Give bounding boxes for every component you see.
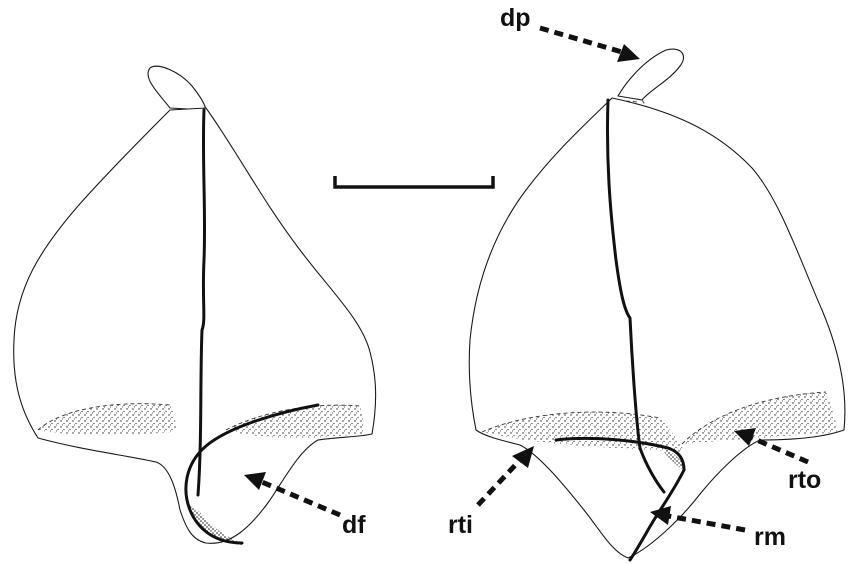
arrow-rti <box>478 460 520 505</box>
left-valve-drawing <box>14 66 376 545</box>
label-dp: dp <box>500 4 531 32</box>
label-rto: rto <box>788 466 821 494</box>
label-df: df <box>342 511 366 539</box>
arrow-dp <box>540 28 622 52</box>
arrowhead-dp <box>617 44 640 62</box>
label-rti-group: rti <box>448 446 534 539</box>
label-rti: rti <box>448 511 473 539</box>
left-dorsal-projection <box>148 66 206 110</box>
arrowhead-rti <box>512 446 534 468</box>
scale-bar <box>335 176 493 187</box>
label-dp-group: dp <box>500 4 640 62</box>
label-rm: rm <box>754 523 786 551</box>
left-valve-outline <box>14 108 376 543</box>
arrow-rm <box>668 516 745 530</box>
arrow-rto <box>752 438 808 462</box>
